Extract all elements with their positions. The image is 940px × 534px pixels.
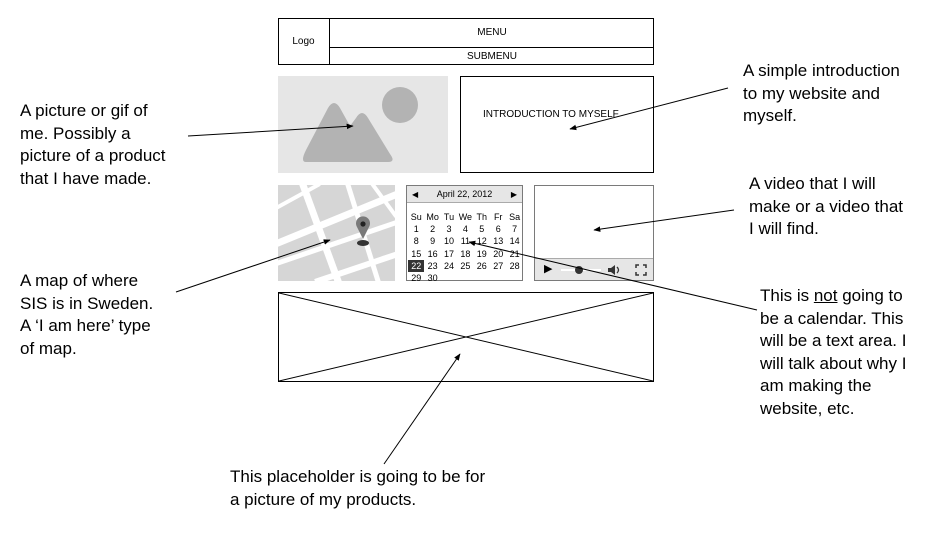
calendar-weekday: Su <box>410 212 422 222</box>
calendar-title: April 22, 2012 <box>436 189 493 199</box>
calendar-day[interactable]: 25 <box>460 260 471 271</box>
placeholder-cross <box>279 293 653 381</box>
progress-handle[interactable] <box>575 266 583 274</box>
calendar-day[interactable]: 6 <box>495 224 501 235</box>
calendar-prev-icon[interactable]: ◀ <box>412 189 419 199</box>
calendar-day[interactable]: 10 <box>443 236 454 247</box>
calendar-day[interactable]: 29 <box>411 273 422 283</box>
intro-box: INTRODUCTION TO MYSELF <box>460 76 654 173</box>
calendar-day[interactable]: 30 <box>427 273 438 283</box>
products-image-placeholder <box>278 292 654 382</box>
note-intro: A simple introduction to my website and … <box>743 61 900 125</box>
intro-label: INTRODUCTION TO MYSELF <box>483 109 619 120</box>
menu-label: MENU <box>477 27 507 38</box>
map-graphic <box>278 185 395 281</box>
note-text-area-post: going to be a calendar. This will be a t… <box>760 286 907 418</box>
calendar-next-icon[interactable]: ▶ <box>510 189 517 199</box>
calendar-weekday: Fr <box>493 212 503 222</box>
calendar-day[interactable]: 9 <box>430 236 436 247</box>
submenu-label: SUBMENU <box>466 51 517 62</box>
calendar-weekday: Mo <box>426 212 439 222</box>
calendar-day[interactable]: 26 <box>476 260 487 271</box>
calendar-day[interactable]: 18 <box>460 248 471 259</box>
volume-icon[interactable] <box>607 264 621 276</box>
logo-label: Logo <box>292 36 315 47</box>
image-placeholder <box>278 76 448 173</box>
note-map: A map of where SIS is in Sweden. A ‘I am… <box>20 271 154 358</box>
submenu-bar[interactable]: SUBMENU <box>330 48 654 65</box>
calendar-day[interactable]: 2 <box>430 224 436 235</box>
play-icon[interactable]: ▶ <box>544 263 553 275</box>
calendar-weekday: Sa <box>509 212 521 222</box>
calendar-day[interactable]: 28 <box>509 260 520 271</box>
calendar-day[interactable]: 24 <box>443 260 454 271</box>
calendar-day[interactable]: 14 <box>509 236 520 247</box>
calendar-day[interactable]: 19 <box>476 248 487 259</box>
calendar-day[interactable]: 23 <box>427 260 438 271</box>
video-controls: ▶ <box>535 258 653 280</box>
calendar-day[interactable]: 21 <box>509 248 520 259</box>
note-placeholder: This placeholder is going to be for a pi… <box>230 467 486 509</box>
calendar-day[interactable]: 3 <box>446 224 452 235</box>
calendar-day[interactable]: 11 <box>460 236 471 247</box>
map-placeholder <box>278 185 395 281</box>
image-icon <box>303 87 418 162</box>
fullscreen-icon[interactable] <box>635 264 647 276</box>
calendar-header: ◀ April 22, 2012 ▶ <box>407 186 522 203</box>
video-player: ▶ <box>534 185 654 281</box>
note-text-area: This is not going to be a calendar. This… <box>760 285 906 420</box>
calendar-day[interactable]: 17 <box>443 248 454 259</box>
note-text-area-pre: This is <box>760 286 814 305</box>
calendar-weekday: Tu <box>443 212 455 222</box>
menu-bar[interactable]: MENU <box>330 18 654 48</box>
calendar-day[interactable]: 22 <box>408 259 425 272</box>
note-text-area-underlined: not <box>813 286 838 305</box>
logo[interactable]: Logo <box>278 18 330 65</box>
calendar-weekday: We <box>458 212 473 222</box>
calendar-day[interactable]: 12 <box>476 236 487 247</box>
calendar-day[interactable]: 7 <box>512 224 518 235</box>
calendar-day[interactable]: 27 <box>493 260 504 271</box>
note-video: A video that I will make or a video that… <box>749 174 904 238</box>
calendar-day[interactable]: 5 <box>479 224 485 235</box>
calendar-day[interactable]: 16 <box>427 248 438 259</box>
calendar-day[interactable]: 13 <box>493 236 504 247</box>
header-box <box>278 18 654 65</box>
calendar-day[interactable]: 8 <box>413 236 419 247</box>
calendar-day[interactable]: 1 <box>413 224 419 235</box>
calendar-day[interactable]: 20 <box>493 248 504 259</box>
note-picture: A picture or gif of me. Possibly a pictu… <box>20 101 166 188</box>
calendar-day[interactable]: 15 <box>411 248 422 259</box>
calendar-day[interactable]: 4 <box>462 224 468 235</box>
map-pin-icon <box>356 216 370 246</box>
calendar-weekday: Th <box>476 212 488 222</box>
